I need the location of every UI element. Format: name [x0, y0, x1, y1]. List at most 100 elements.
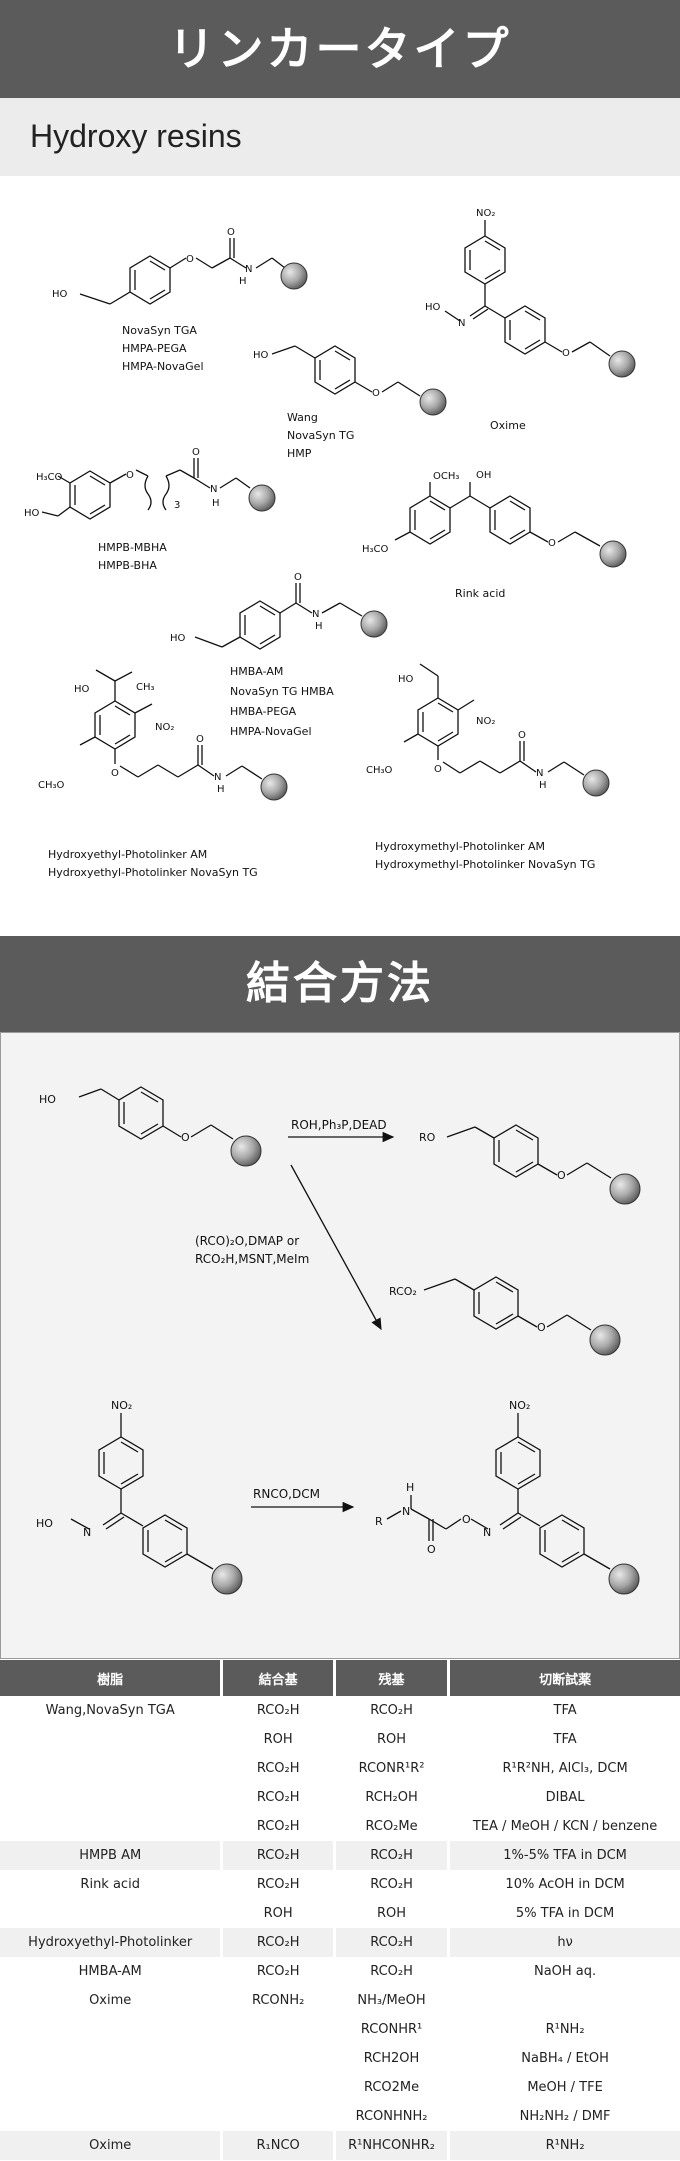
table-cell: RCONR¹R² [332, 1754, 449, 1783]
table-cell: 10% AcOH in DCM [447, 1870, 680, 1899]
table-cell: RCO₂H [220, 1841, 335, 1870]
table-cell: RCO₂H [332, 1841, 449, 1870]
table-cell [0, 1783, 222, 1812]
table-cell [0, 1754, 222, 1783]
resin-name: HMPA-NovaGel [122, 360, 204, 373]
table-cell: RCO₂H [220, 1754, 335, 1783]
table-cell: RCONHR¹ [332, 2015, 449, 2044]
atom-label: HO [398, 674, 414, 685]
resin-bead [589, 1324, 621, 1356]
atom-label: CH₃O [366, 765, 393, 776]
table-cell: RCO₂H [332, 1870, 449, 1899]
atom-label: N [458, 318, 465, 329]
atom-label: OCH₃ [433, 471, 459, 482]
table-cell: NH₃/MeOH [332, 1986, 449, 2015]
table-cell: TFA [447, 1725, 680, 1754]
atom-label: O [186, 254, 194, 265]
resin-name: Oxime [490, 419, 526, 432]
atom-label: N [245, 264, 252, 275]
product-label-ro: RO [419, 1131, 436, 1144]
table-cell: R₁NCO [220, 2131, 335, 2160]
atom-label: O [227, 227, 235, 238]
table-cell: RCO₂H [220, 1928, 335, 1957]
atom-label: HO [253, 350, 269, 361]
atom-label: NO₂ [476, 208, 495, 219]
resin-bead [608, 1563, 640, 1595]
atom-label: CH₃O [38, 780, 65, 791]
atom-label: OH [476, 470, 491, 481]
atom-label: O [518, 730, 526, 741]
column-header-cleavage-reagent: 切断試薬 [447, 1660, 680, 1696]
atom-label: N [536, 768, 543, 779]
atom-label: H [406, 1481, 414, 1494]
reagent-label-3: RNCO,DCM [253, 1487, 320, 1501]
table-cell [0, 1812, 222, 1841]
resin-bead-oxime [608, 350, 636, 378]
table-cell [0, 1725, 222, 1754]
table-cell: ROH [220, 1899, 335, 1928]
table-cell: Hydroxyethyl-Photolinker [0, 1928, 222, 1957]
atom-label: H [315, 621, 323, 632]
table-cell: RCO₂H [220, 1812, 335, 1841]
table-cell [0, 2102, 222, 2131]
atom-label: HO [74, 684, 90, 695]
atom-label: H₃CO [36, 472, 63, 483]
resin-bead [609, 1173, 641, 1205]
table-cell: RCO₂H [220, 1957, 335, 1986]
resin-bead-wang [419, 388, 447, 416]
table-cell: HMPB AM [0, 1841, 222, 1870]
atom-label: O [562, 348, 570, 359]
atom-label: NO₂ [111, 1399, 132, 1412]
table-cell: RCO₂Me [332, 1812, 449, 1841]
table-cell: RCH₂OH [332, 1783, 449, 1812]
table-cell [0, 2044, 222, 2073]
table-cell: ROH [332, 1899, 449, 1928]
coupling-scheme: HO O ROH,Ph₃P,DEAD RO O (RCO)₂O,DMAP or … [36, 1086, 641, 1595]
resin-name: Wang [287, 411, 318, 424]
atom-label: O [111, 768, 119, 779]
linker-structures: HO O O N H HO O NO₂ HO N O H₃CO HO O 3 O… [24, 208, 636, 879]
column-header-resin: 樹脂 [0, 1660, 222, 1696]
atom-label: HO [24, 508, 40, 519]
atom-label: O [557, 1169, 566, 1182]
atom-label: 3 [174, 500, 180, 511]
atom-label: CH₃ [136, 682, 155, 693]
table-cell: RCO2Me [332, 2073, 449, 2102]
atom-label: HO [52, 289, 68, 300]
table-cell: RCO₂H [332, 1928, 449, 1957]
resin-name: HMPA-NovaGel [230, 725, 312, 738]
atom-label: O [126, 470, 134, 481]
table-cell: RCO₂H [220, 1783, 335, 1812]
atom-label: H [539, 780, 547, 791]
resin-name: HMBA-AM [230, 665, 283, 678]
atom-label: H [212, 498, 220, 509]
subheader-title: Hydroxy resins [30, 118, 242, 154]
table-cell: Wang,NovaSyn TGA [45, 1703, 175, 1718]
atom-label: O [537, 1321, 546, 1334]
table-header-row: 樹脂 結合基 残基 切断試薬 [0, 1660, 680, 1696]
resin-name: HMPB-MBHA [98, 541, 167, 554]
coupling-methods-panel: HO O ROH,Ph₃P,DEAD RO O (RCO)₂O,DMAP or … [0, 1032, 680, 1659]
table-cell: ROH [332, 1725, 449, 1754]
table-cell: HMBA-AM [78, 1964, 142, 1979]
atom-label: O [372, 388, 380, 399]
atom-label: R [375, 1515, 383, 1528]
atom-label: O [181, 1131, 190, 1144]
table-cell: RCO₂H [220, 1696, 335, 1725]
atom-label: O [548, 538, 556, 549]
table-cell: Oxime [0, 2131, 222, 2160]
table-cell: R¹NH₂ [447, 2131, 680, 2160]
subheader: Hydroxy resins [0, 98, 680, 176]
atom-label: HO [170, 633, 186, 644]
resin-name: Hydroxymethyl-Photolinker NovaSyn TG [375, 858, 595, 871]
table-cell: NaOH aq. [447, 1957, 680, 1986]
atom-label: H [239, 276, 247, 287]
